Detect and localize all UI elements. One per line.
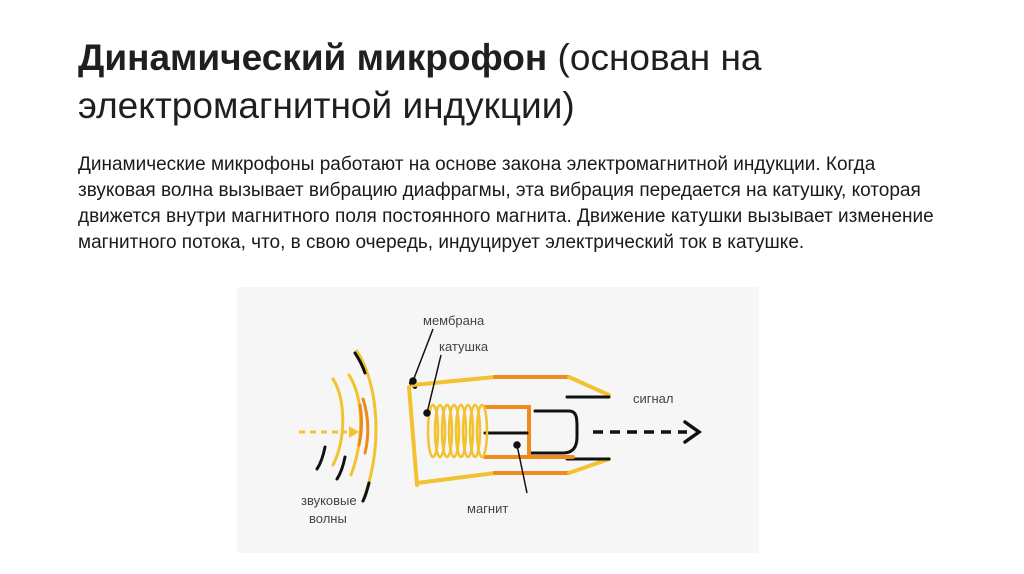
signal-arrow xyxy=(593,420,703,444)
label-membrane: мембрана xyxy=(423,313,485,328)
sound-wave-1 xyxy=(331,377,345,467)
label-coil: катушка xyxy=(439,339,489,354)
label-signal: сигнал xyxy=(633,391,674,406)
sound-wave-2 xyxy=(347,373,363,477)
sound-wave-4 xyxy=(361,397,370,455)
label-pointers xyxy=(409,328,528,494)
microphone-diagram-svg: мембрана катушка сигнал звуковые волны м… xyxy=(299,313,703,526)
sound-wave-4-dark xyxy=(361,481,371,503)
sound-wave-3-dark xyxy=(353,351,367,375)
sound-wave-2-accent xyxy=(357,403,363,447)
title-regular-part: (основан на электромагнитной индукции) xyxy=(78,37,762,126)
coil xyxy=(426,403,489,459)
label-sound-waves-line1: звуковые xyxy=(301,493,357,508)
microphone-body xyxy=(407,375,611,487)
title-bold-part: Динамический микрофон xyxy=(78,37,548,78)
microphone-diagram: мембрана катушка сигнал звуковые волны м… xyxy=(237,287,759,553)
sound-waves xyxy=(315,349,378,503)
membrane xyxy=(407,385,419,487)
magnet-frame xyxy=(527,409,579,455)
sound-wave-1-dark xyxy=(315,445,327,471)
slide-title: Динамический микрофон (основан на электр… xyxy=(78,34,958,130)
sound-wave-2-dark xyxy=(335,455,347,481)
label-sound-waves-line2: волны xyxy=(309,511,347,526)
body-paragraph: Динамические микрофоны работают на основ… xyxy=(78,154,934,253)
label-magnet: магнит xyxy=(467,501,508,516)
sound-arrow xyxy=(299,426,359,438)
